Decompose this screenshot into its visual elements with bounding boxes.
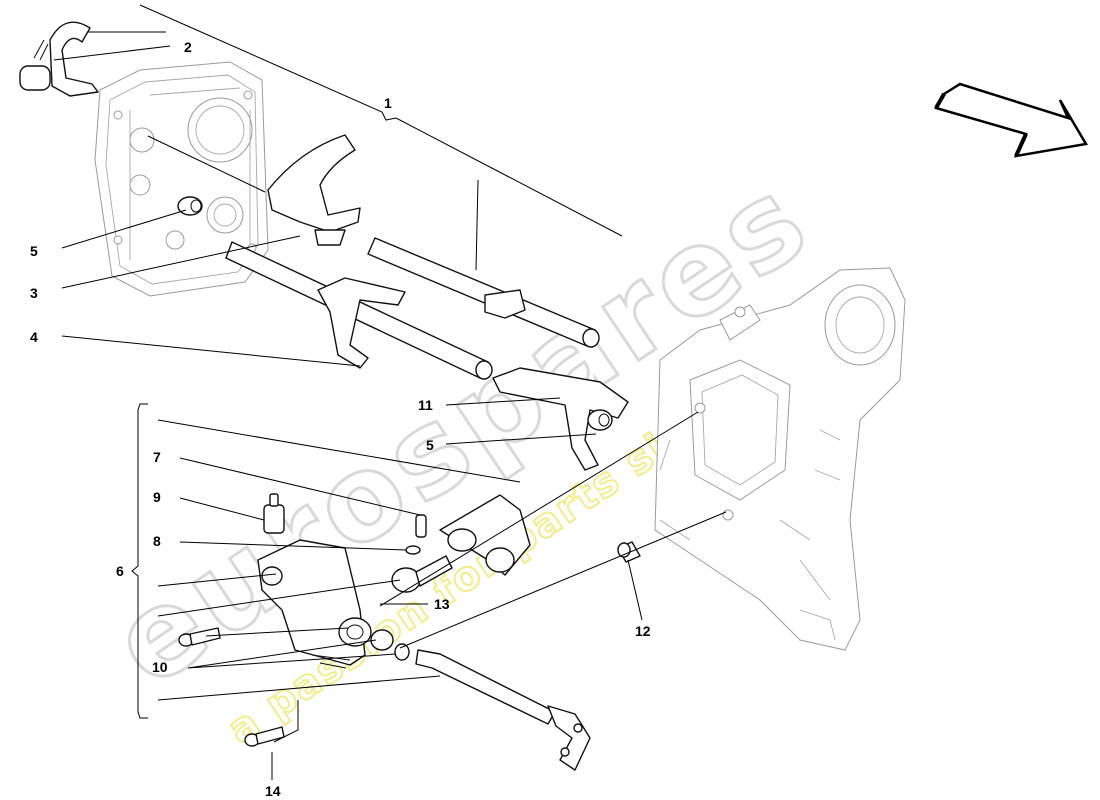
callout-14: 14 [265,783,281,799]
bolt-left [178,627,221,647]
sensor [263,493,285,534]
shift-rod-2 [367,237,600,348]
callout-7: 7 [153,449,161,465]
callout-1: 1 [384,95,392,111]
bracket-item-6 [131,403,148,719]
leader-lines [53,31,727,780]
callout-11: 11 [418,397,433,413]
callout-8: 8 [153,533,161,549]
rear-housing-cover [94,61,269,297]
shift-fork-lower [492,367,629,471]
callout-numbers: 1 2 5 3 4 11 5 7 9 8 6 13 12 10 14 [30,39,651,799]
selector-housing-assembly [178,493,641,771]
shift-fork-upper-left [19,21,99,97]
callout-13: 13 [434,596,450,612]
shift-fork-upper [267,134,361,246]
shift-fork-assembly [19,21,629,471]
callout-6: 6 [116,563,124,579]
bolt-14 [244,726,285,747]
callout-3: 3 [30,285,38,301]
selector-shaft [415,649,591,771]
bushing-lower [587,409,613,431]
callout-2: 2 [184,39,192,55]
callout-4: 4 [30,329,38,345]
shift-fork-middle [317,277,406,369]
washer [405,545,421,555]
callout-12: 12 [635,623,651,639]
selector-lever [439,494,531,576]
forward-arrow-icon [934,82,1088,158]
bracket-item-1 [139,4,623,237]
callout-5-lower: 5 [426,437,434,453]
pin [415,514,427,538]
callout-9: 9 [153,489,161,505]
callout-10: 10 [152,659,168,675]
gearbox-case [654,267,906,651]
seal-2 [394,643,410,661]
seal-1 [370,629,394,651]
callout-5-upper: 5 [30,243,38,259]
bushing-upper [177,196,203,216]
selector-housing [257,539,372,669]
